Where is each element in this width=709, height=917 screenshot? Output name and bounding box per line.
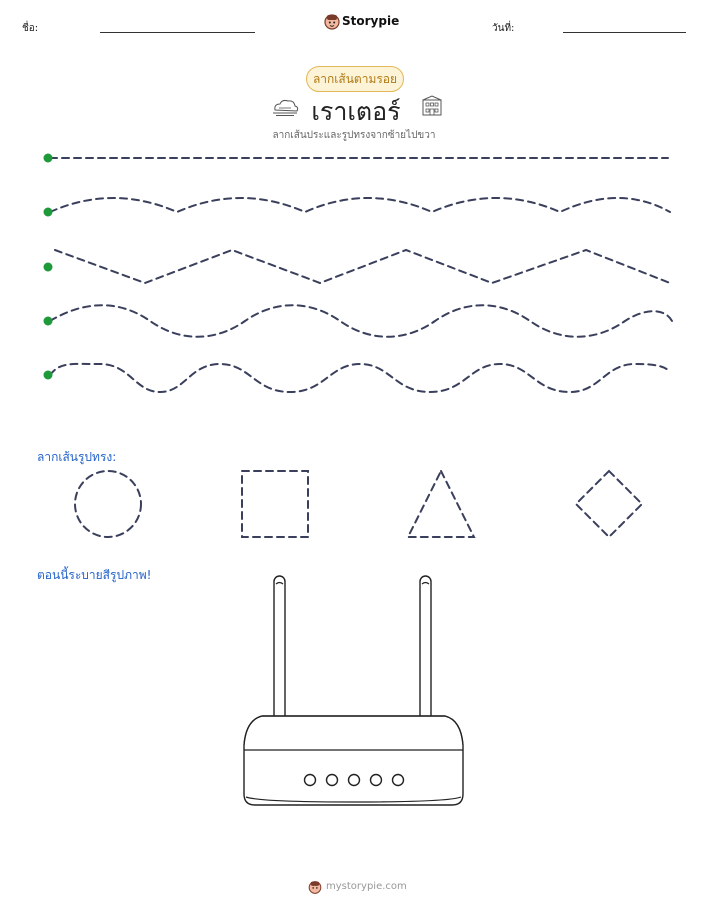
activity-badge: ลากเส้นตามรอย [306, 66, 404, 92]
date-line[interactable] [563, 32, 686, 33]
cloud-decor-icon [273, 99, 299, 116]
tracing-lines[interactable] [0, 140, 709, 400]
start-dot-icon [43, 316, 53, 326]
trace-line-wave [49, 304, 673, 338]
footer: mystorypie.com [308, 879, 418, 897]
trace-line-bumps [49, 362, 671, 394]
trace-circle [74, 470, 142, 538]
shapes-heading: ลากเส้นรูปทรง: [37, 450, 117, 464]
name-line[interactable] [100, 32, 255, 33]
start-dot-icon [43, 370, 53, 380]
start-dot-icon [43, 207, 53, 217]
trace-line-arc [49, 197, 671, 214]
logo-icon [324, 14, 340, 30]
footer-site[interactable]: mystorypie.com [326, 881, 407, 892]
trace-square [241, 470, 309, 538]
date-label: วันที่: [492, 23, 515, 34]
trace-line-zigzag [54, 248, 671, 285]
trace-triangle [406, 468, 476, 538]
building-decor-icon [422, 95, 442, 116]
coloring-heading: ตอนนี้ระบายสีรูปภาพ! [37, 568, 152, 582]
footer-logo-icon [308, 881, 322, 894]
shape-tracing-area[interactable] [0, 460, 709, 550]
brand-logo: Storypie [324, 12, 414, 32]
router-icon[interactable] [230, 570, 480, 815]
worksheet-title: เราเตอร์ [311, 97, 401, 126]
brand-name: Storypie [342, 14, 400, 28]
trace-diamond [574, 469, 644, 539]
name-label: ชื่อ: [22, 23, 39, 34]
worksheet-subtitle: ลากเส้นประและรูปทรงจากซ้ายไปขวา [272, 130, 436, 141]
start-dot-icon [43, 262, 53, 272]
start-dot-icon [43, 153, 53, 163]
